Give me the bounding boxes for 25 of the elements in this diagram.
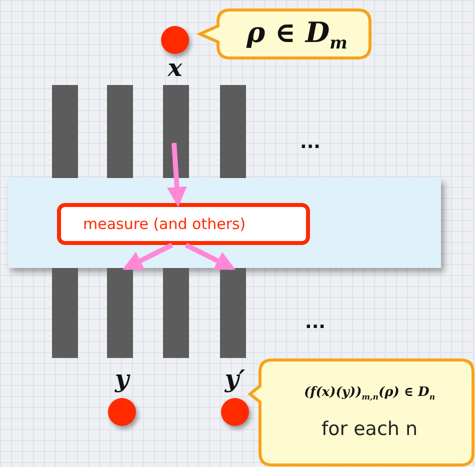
wire-bar [163, 85, 189, 178]
point-dot [161, 26, 189, 54]
arrow [166, 142, 187, 207]
wire-bar [220, 268, 246, 358]
ellipsis: ... [305, 314, 326, 332]
arrow [184, 242, 236, 270]
wire-bar [220, 85, 246, 178]
process-band [8, 178, 441, 268]
point-dot [108, 398, 136, 426]
formula: ρ ∈ D$_{m}$ [246, 16, 348, 52]
formula: (f(x)(y))$_{m,n}$(ρ) ∈ D$_{n}$ [304, 385, 436, 402]
speech-bubble [250, 358, 475, 467]
variable-label: y [115, 367, 129, 391]
variable-label: x [168, 56, 182, 80]
ellipsis: ... [300, 134, 321, 152]
point-dot [221, 398, 249, 426]
wire-bar [163, 268, 189, 358]
note-text: for each n [321, 418, 418, 440]
wire-bar [107, 85, 133, 178]
variable-label: y′ [224, 367, 246, 391]
wire-bar [107, 268, 133, 358]
wire-bar [52, 85, 78, 178]
wire-bar [52, 268, 78, 358]
arrow [122, 242, 174, 270]
process-box: measure (and others) [57, 203, 310, 245]
